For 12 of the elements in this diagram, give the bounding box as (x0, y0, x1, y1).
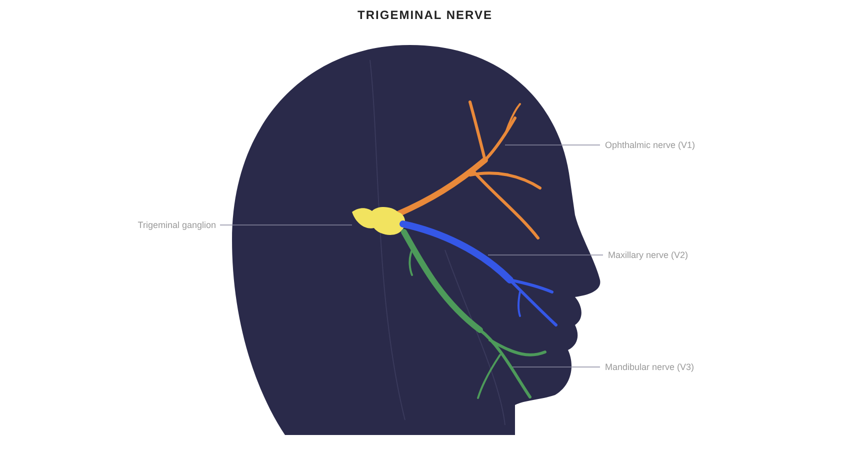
part-label: Mandibular nerve (V3) (605, 361, 694, 373)
part-label: Maxillary nerve (V2) (608, 249, 688, 261)
leader-line (504, 144, 600, 146)
part-label: Trigeminal ganglion (138, 219, 216, 231)
part-label: Ophthalmic nerve (V1) (605, 139, 696, 151)
diagram-title: TRIGEMINAL NERVE (356, 8, 494, 22)
mandibular-nerve-drawing (401, 229, 546, 399)
trigeminal-ganglion-drawing (352, 207, 406, 235)
leader-line (220, 224, 352, 226)
ophthalmic-nerve-drawing (395, 100, 542, 240)
leader-line (510, 366, 600, 368)
maxillary-nerve-drawing (400, 220, 558, 326)
